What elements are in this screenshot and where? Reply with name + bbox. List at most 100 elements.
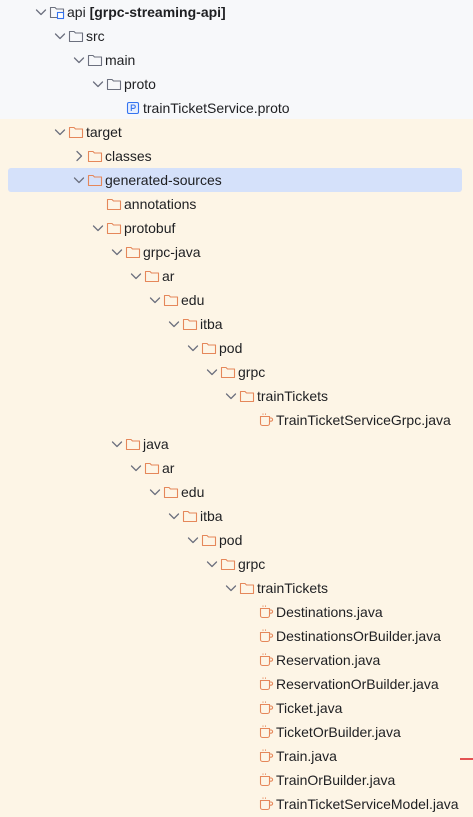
tree-row-label: DestinationsOrBuilder.java <box>276 624 441 648</box>
tree-row[interactable]: ar <box>0 456 473 480</box>
chevron-down-icon[interactable] <box>90 216 106 240</box>
excluded-folder-icon <box>239 384 255 408</box>
tree-row[interactable]: Destinations.java <box>0 600 473 624</box>
source-root-area <box>0 0 473 119</box>
chevron-down-icon[interactable] <box>52 24 68 48</box>
chevron-down-icon[interactable] <box>204 552 220 576</box>
folder-icon <box>68 24 84 48</box>
tree-row-name: edu <box>181 484 205 500</box>
chevron-down-icon[interactable] <box>185 336 201 360</box>
tree-row-name: TrainTicketServiceGrpc.java <box>276 412 451 428</box>
chevron-down-icon[interactable] <box>223 384 239 408</box>
tree-row[interactable]: itba <box>0 504 473 528</box>
tree-row-name: java <box>143 436 169 452</box>
tree-row-label: pod <box>219 528 242 552</box>
tree-row-name: Reservation.java <box>276 652 381 668</box>
tree-row[interactable]: trainTicketService.proto <box>0 96 473 120</box>
chevron-down-icon[interactable] <box>185 528 201 552</box>
tree-row-label: target <box>86 120 122 144</box>
folder-icon <box>87 48 103 72</box>
tree-row[interactable]: pod <box>0 528 473 552</box>
tree-row-name: api <box>67 4 86 20</box>
error-stripe-marker[interactable] <box>460 758 473 760</box>
tree-row[interactable]: main <box>0 48 473 72</box>
tree-row[interactable]: grpc <box>0 552 473 576</box>
tree-row-name: edu <box>181 292 205 308</box>
chevron-down-icon[interactable] <box>166 504 182 528</box>
tree-row[interactable]: annotations <box>0 192 473 216</box>
tree-row[interactable]: edu <box>0 480 473 504</box>
tree-row[interactable]: classes <box>0 144 473 168</box>
tree-row-label: classes <box>105 144 152 168</box>
tree-row[interactable]: trainTickets <box>0 576 473 600</box>
tree-row[interactable]: proto <box>0 72 473 96</box>
tree-row[interactable]: Train.java <box>0 744 473 768</box>
tree-row[interactable]: grpc <box>0 360 473 384</box>
chevron-down-icon[interactable] <box>204 360 220 384</box>
tree-row[interactable]: TrainTicketServiceModel.java <box>0 792 473 816</box>
tree-row[interactable]: trainTickets <box>0 384 473 408</box>
chevron-down-icon[interactable] <box>52 120 68 144</box>
tree-row-name: proto <box>124 76 156 92</box>
tree-row[interactable]: Ticket.java <box>0 696 473 720</box>
tree-row[interactable]: pod <box>0 336 473 360</box>
tree-row[interactable]: grpc-java <box>0 240 473 264</box>
chevron-down-icon[interactable] <box>166 312 182 336</box>
tree-row-name: ReservationOrBuilder.java <box>276 676 439 692</box>
tree-row[interactable]: TicketOrBuilder.java <box>0 720 473 744</box>
tree-row[interactable]: protobuf <box>0 216 473 240</box>
chevron-down-icon[interactable] <box>71 168 87 192</box>
tree-row-label: main <box>105 48 135 72</box>
tree-row-label: grpc-java <box>143 240 201 264</box>
chevron-down-icon[interactable] <box>223 576 239 600</box>
chevron-down-icon[interactable] <box>147 480 163 504</box>
tree-row[interactable]: edu <box>0 288 473 312</box>
excluded-folder-icon <box>201 528 217 552</box>
chevron-down-icon[interactable] <box>128 456 144 480</box>
tree-row[interactable]: DestinationsOrBuilder.java <box>0 624 473 648</box>
excluded-folder-icon <box>163 480 179 504</box>
chevron-down-icon[interactable] <box>147 288 163 312</box>
tree-row[interactable]: java <box>0 432 473 456</box>
excluded-folder-icon <box>106 216 122 240</box>
chevron-down-icon[interactable] <box>33 0 49 24</box>
excluded-folder-icon <box>106 192 122 216</box>
tree-row-label: Destinations.java <box>276 600 383 624</box>
tree-row-label: trainTickets <box>257 384 328 408</box>
chevron-down-icon[interactable] <box>128 264 144 288</box>
tree-row-label: generated-sources <box>105 168 222 192</box>
tree-row[interactable]: target <box>0 120 473 144</box>
tree-row-label: Train.java <box>276 744 337 768</box>
tree-row-label: api [grpc-streaming-api] <box>67 0 226 24</box>
tree-row[interactable]: src <box>0 24 473 48</box>
excluded-folder-icon <box>144 264 160 288</box>
tree-row-name: Destinations.java <box>276 604 383 620</box>
chevron-down-icon[interactable] <box>109 240 125 264</box>
tree-row[interactable]: ReservationOrBuilder.java <box>0 672 473 696</box>
tree-row[interactable]: TrainOrBuilder.java <box>0 768 473 792</box>
tree-row-label: protobuf <box>124 216 175 240</box>
tree-row-label: ar <box>162 264 174 288</box>
excluded-folder-icon <box>87 168 103 192</box>
tree-row-name: target <box>86 124 122 140</box>
tree-row[interactable]: ar <box>0 264 473 288</box>
excluded-folder-icon <box>125 240 141 264</box>
java-file-icon <box>258 600 274 624</box>
tree-row-label: TrainTicketServiceGrpc.java <box>276 408 451 432</box>
tree-row-label: java <box>143 432 169 456</box>
chevron-down-icon[interactable] <box>90 72 106 96</box>
tree-row[interactable]: api [grpc-streaming-api] <box>0 0 473 24</box>
java-file-icon <box>258 792 274 816</box>
tree-row[interactable]: Reservation.java <box>0 648 473 672</box>
tree-row-name: trainTickets <box>257 580 329 596</box>
excluded-folder-icon <box>220 360 236 384</box>
chevron-right-icon[interactable] <box>71 144 87 168</box>
tree-row[interactable]: itba <box>0 312 473 336</box>
chevron-down-icon[interactable] <box>109 432 125 456</box>
tree-row[interactable]: TrainTicketServiceGrpc.java <box>0 408 473 432</box>
tree-row[interactable]: generated-sources <box>0 168 473 192</box>
tree-row-label: edu <box>181 288 204 312</box>
chevron-down-icon[interactable] <box>71 48 87 72</box>
excluded-folder-icon <box>144 456 160 480</box>
